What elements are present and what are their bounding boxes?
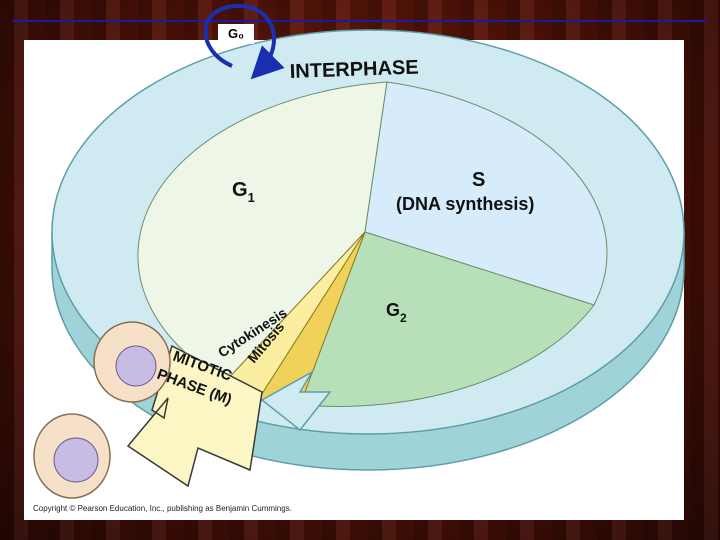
g2-sector bbox=[299, 231, 595, 407]
cell-lower bbox=[33, 413, 111, 499]
s-label: S bbox=[472, 169, 485, 191]
interphase-label: INTERPHASE bbox=[289, 57, 419, 83]
cycle-arrowhead bbox=[260, 369, 332, 432]
g1-sector bbox=[137, 81, 388, 383]
g2-label: G2 bbox=[386, 300, 407, 325]
s-sector bbox=[364, 81, 608, 306]
s-description: (DNA synthesis) bbox=[396, 194, 534, 214]
g1-label: G1 bbox=[232, 179, 255, 205]
top-rule bbox=[12, 20, 708, 22]
copyright-notice: Copyright © Pearson Education, Inc., pub… bbox=[33, 504, 292, 513]
g0-loop-icon bbox=[203, 3, 285, 80]
cell-upper bbox=[93, 321, 171, 403]
g0-label: G₀ bbox=[218, 24, 254, 44]
